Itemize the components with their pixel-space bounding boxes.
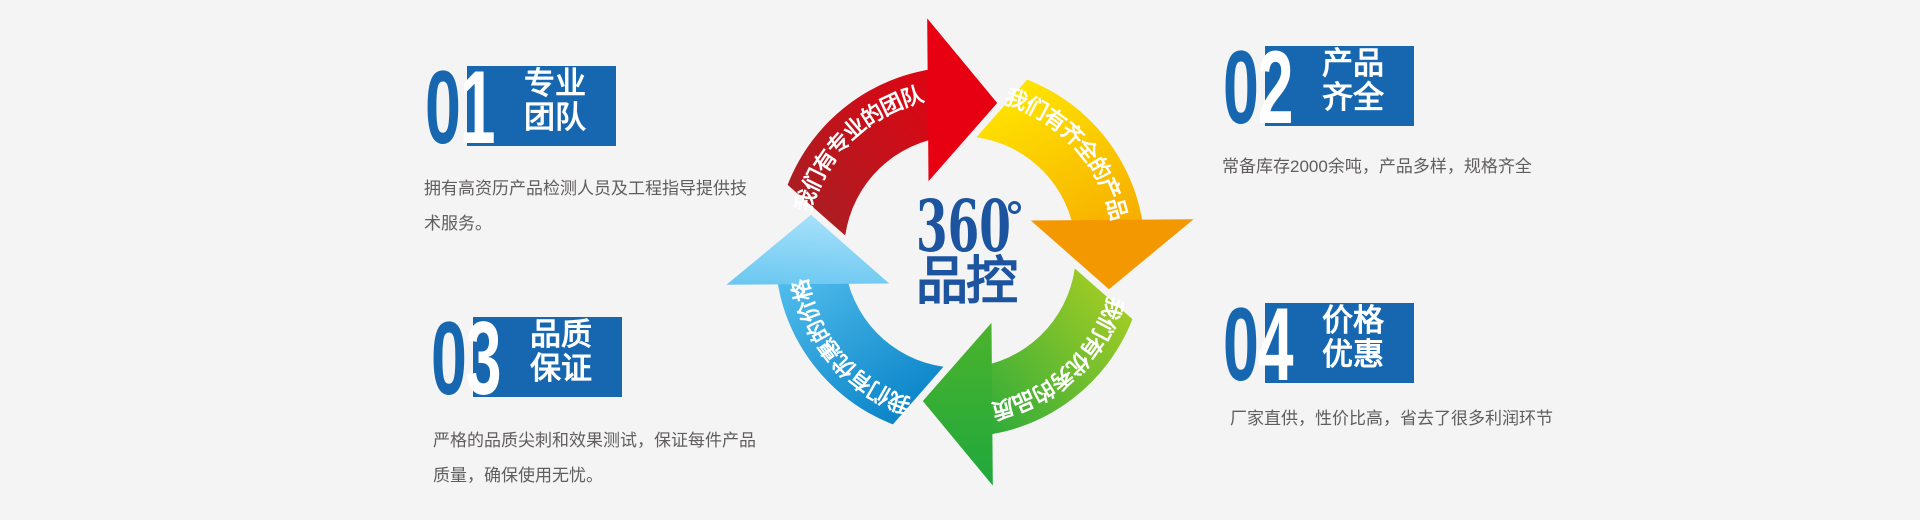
section-03-description: 严格的品质尖刺和效果测试，保证每件产品 质量，确保使用无忧。 — [433, 431, 756, 485]
center-label: 品控 — [916, 251, 1018, 312]
section-04-label-line2: 优惠 — [1322, 337, 1384, 372]
section-03-number-zero: 0 — [431, 301, 467, 417]
section-02-label: 产品 齐全 — [1322, 47, 1384, 115]
section-03-badge: 品质 保证 — [473, 317, 622, 397]
section-04-badge: 价格 优惠 — [1265, 303, 1414, 383]
section-03-number-digit: 3 — [465, 301, 502, 417]
section-01-badge: 专业 团队 — [467, 66, 616, 146]
arrowhead-green — [922, 322, 993, 486]
section-03-label: 品质 保证 — [530, 318, 592, 386]
section-01-number-digit: 1 — [459, 50, 496, 166]
section-02-description: 常备库存2000余吨，产品多样，规格齐全 — [1222, 157, 1532, 176]
arc-red — [787, 68, 948, 236]
section-04-description: 厂家直供，性价比高，省去了很多利润环节 — [1230, 409, 1553, 428]
quality-cycle-diagram: 我们有专业的团队 我们有齐全的产品 我们有优秀的品质 我们有优惠的价格 — [726, 18, 1194, 486]
degree-icon — [1008, 201, 1021, 214]
section-04-label-line1: 价格 — [1322, 303, 1384, 338]
arrowhead-red — [927, 18, 998, 182]
section-04-number-digit: 4 — [1257, 287, 1294, 403]
section-02-number: 02 — [1223, 36, 1293, 140]
section-01-description: 拥有高资历产品检测人员及工程指导提供技 术服务。 — [424, 179, 747, 233]
arc-yellow — [976, 79, 1144, 240]
section-03-number: 03 — [431, 307, 501, 411]
section-02-number-zero: 0 — [1223, 30, 1259, 146]
section-02-label-line2: 齐全 — [1322, 80, 1384, 115]
center-360-number: 360 — [916, 184, 1011, 268]
arrowhead-blue — [726, 214, 890, 285]
section-03-label-line2: 保证 — [530, 351, 592, 386]
section-01-number: 01 — [425, 56, 495, 160]
section-01-number-zero: 0 — [425, 50, 461, 166]
section-01-label: 专业 团队 — [524, 67, 586, 135]
section-03-label-line1: 品质 — [530, 317, 592, 352]
section-02-label-line1: 产品 — [1322, 46, 1384, 81]
arrowhead-orange — [1030, 219, 1194, 290]
arc-blue — [776, 264, 944, 425]
arc-green — [972, 268, 1133, 436]
section-02-number-digit: 2 — [1257, 30, 1294, 146]
section-04-label: 价格 优惠 — [1322, 304, 1384, 372]
section-04-number-zero: 0 — [1223, 287, 1259, 403]
section-01-label-line2: 团队 — [524, 100, 586, 135]
section-04-number: 04 — [1223, 293, 1293, 397]
section-02-badge: 产品 齐全 — [1265, 46, 1414, 126]
section-01-label-line1: 专业 — [524, 66, 586, 101]
